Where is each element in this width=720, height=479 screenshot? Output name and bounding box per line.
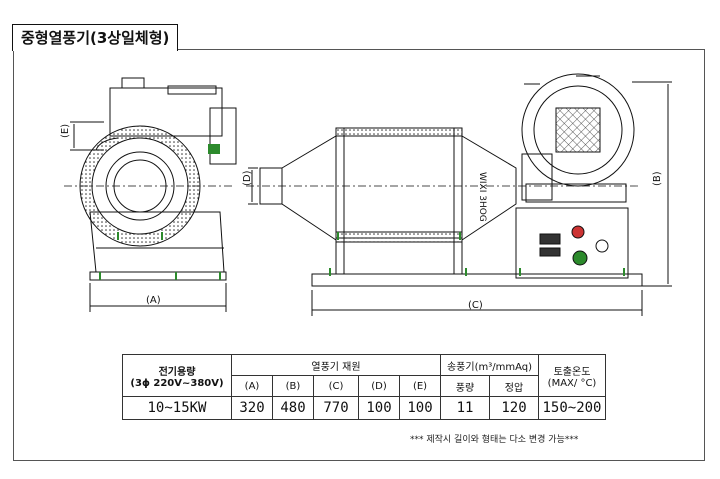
heater-insulation-top [335,127,463,137]
c-value: 770 [313,396,359,420]
stop-button [571,225,585,239]
base-frame [311,273,643,287]
dim-e-label: (E) [60,124,71,138]
e-value: 100 [399,396,441,420]
d-value: 100 [358,396,400,420]
outlet-cone [461,135,517,241]
page-title: 중형열풍기(3상일체형) [12,24,179,51]
manufacturing-note: *** 제작시 길이와 형태는 다소 변경 가능*** [410,435,579,445]
blower-outlet [521,153,553,201]
heater-body [335,127,463,239]
power-value: 10~15KW [122,396,232,420]
temp-header: 토출온도 (MAX/ °C) [538,354,606,397]
col-a-header: (A) [231,375,273,397]
table-row: 10~15KW 320 480 770 100 100 11 120 150~2… [122,396,606,420]
pressure-value: 120 [489,396,539,420]
a-value: 320 [231,396,273,420]
airflow-group-header: 송풍기(m³/mmAq) [440,354,539,376]
selector-switch [595,239,609,253]
col-c-header: (C) [313,375,359,397]
col-e-header: (E) [399,375,441,397]
dim-group-header: 열풍기 재원 [231,354,441,376]
motor-end [209,107,237,165]
flow-value: 11 [440,396,490,420]
motor-cap [121,77,145,89]
drawing-frame [13,49,705,461]
col-b-header: (B) [272,375,314,397]
side-view [64,77,237,312]
heater-leg-right [453,241,463,275]
temp-value: 150~200 [538,396,606,420]
control-box [515,207,629,279]
col-pressure-header: 정압 [489,375,539,397]
dim-c-label: (C) [468,300,483,311]
spec-table: 전기용량 (3ϕ 220V~380V) 열풍기 재원 송풍기(m³/mmAq) … [122,354,606,420]
terminal-box [208,144,220,154]
front-view [246,73,672,316]
fan-scroll [95,137,119,151]
heater-leg-left [335,241,345,275]
outlet-ring [105,151,175,221]
unit-label: WIXI 3HOG [477,172,487,222]
b-value: 480 [272,396,314,420]
start-button [572,250,588,266]
blower-inlet-mesh [555,107,601,153]
dim-d-label: (D) [242,170,253,186]
dim-a-label: (A) [146,295,161,306]
blower-scroll-base [525,183,627,203]
base-plate [89,271,227,281]
inlet-cone [281,135,337,241]
col-flow-header: 풍량 [440,375,490,397]
motor-fin-top [167,85,217,95]
col-d-header: (D) [358,375,400,397]
heater-insulation-bottom [335,231,463,243]
power-header: 전기용량 (3ϕ 220V~380V) [122,354,232,397]
temp-display [539,233,561,245]
dim-b-label: (B) [652,171,663,186]
